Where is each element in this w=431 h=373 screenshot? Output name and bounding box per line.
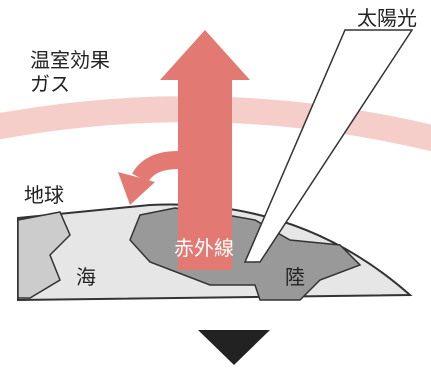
infrared-reflect-arrowhead [118,172,155,205]
down-triangle-icon [198,330,270,365]
land-label: 陸 [285,265,305,289]
infrared-label: 赤外線 [174,236,234,260]
greenhouse-gas-label: 温室効果ガス [30,48,110,96]
sunlight-label: 太陽光 [357,6,417,30]
infrared-arrow [160,30,250,270]
sunlight-beam [243,29,414,263]
land-region-light [17,211,71,299]
earth-label: 地球 [24,183,64,207]
infrared-reflect-arrow [132,151,179,183]
sea-label: 海 [76,265,96,289]
